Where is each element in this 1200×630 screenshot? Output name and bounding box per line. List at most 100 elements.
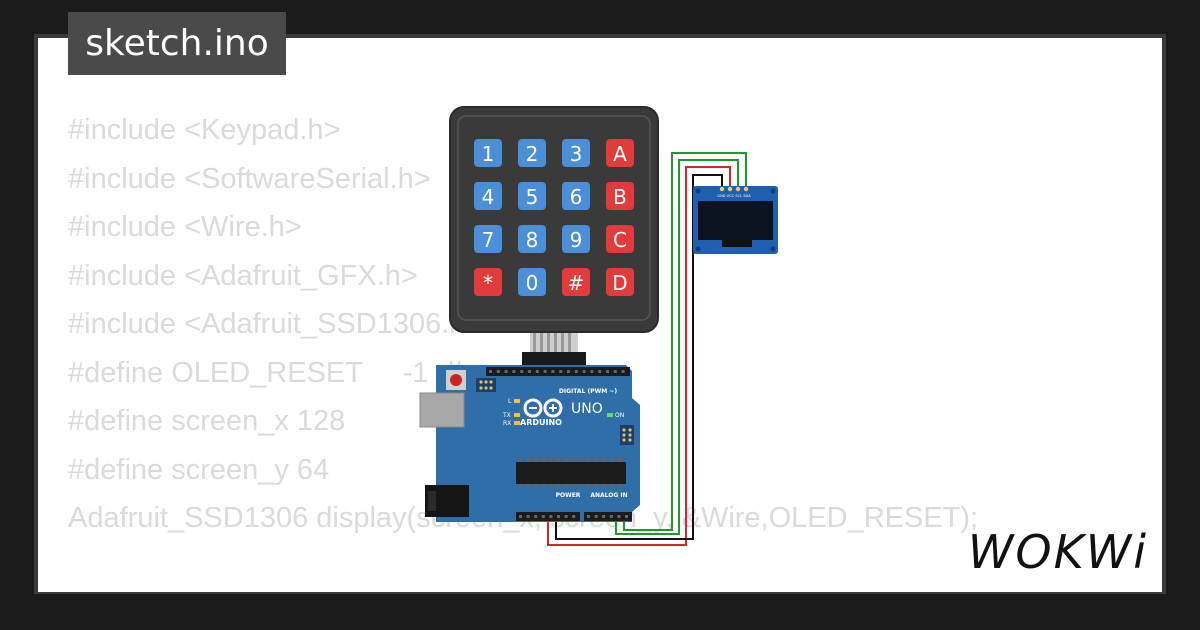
code-line: #include <Keypad.h>: [68, 114, 341, 146]
header-pin: [534, 515, 538, 518]
keypad-ribbon: [522, 330, 586, 366]
wire-green-sda: [623, 152, 747, 531]
keypad-key[interactable]: 5: [518, 182, 546, 210]
oled-pin-vcc: [727, 186, 733, 192]
header-pin: [602, 458, 606, 461]
header-pin: [489, 370, 492, 373]
wire-black-gnd: [555, 174, 723, 540]
header-pin: [519, 484, 522, 487]
oled-pin-sda: [743, 186, 749, 192]
keypad-key[interactable]: D: [606, 268, 634, 296]
keypad-key[interactable]: C: [606, 225, 634, 253]
atmega-chip: [516, 462, 626, 484]
header-pin: [541, 458, 545, 461]
keypad-key[interactable]: 9: [562, 225, 590, 253]
header-pin: [519, 515, 522, 518]
header-pin: [602, 515, 606, 518]
oled-pin-gnd: [719, 186, 725, 192]
keypad-key[interactable]: 2: [518, 139, 546, 167]
keypad-key[interactable]: 3: [562, 139, 590, 167]
file-tab[interactable]: sketch.ino: [68, 12, 286, 75]
keypad-key-label: 8: [526, 228, 539, 252]
header-pin: [587, 458, 591, 461]
keypad-key-face: [518, 182, 546, 210]
header-pin: [512, 370, 516, 373]
header-pin: [572, 484, 576, 487]
header-pin: [610, 458, 614, 461]
header-pin: [557, 458, 560, 461]
keypad-key-face: [606, 268, 634, 296]
keypad-key-label: 9: [570, 228, 583, 252]
header-pin: [595, 458, 598, 461]
header-pin: [526, 458, 530, 461]
keypad-key[interactable]: B: [606, 182, 634, 210]
analog-header: [584, 512, 632, 521]
header-pin: [595, 484, 598, 487]
code-line: #define screen_y 64: [68, 453, 330, 486]
keypad-key-label: #: [568, 271, 585, 295]
code-line: #include <Wire.h>: [68, 211, 302, 243]
keypad-key-label: 6: [570, 185, 583, 209]
header-pin: [564, 458, 568, 461]
keypad-key-face: [562, 268, 590, 296]
keypad-key-face: [474, 182, 502, 210]
oled-pin-labels: GND VCC SCL SDA: [717, 194, 751, 198]
header-pin: [621, 370, 625, 373]
digital-header-label: DIGITAL (PWM ~): [559, 388, 617, 395]
keypad-key[interactable]: 7: [474, 225, 502, 253]
keypad-key-label: 0: [526, 271, 539, 295]
arduino-logo-icon: [523, 398, 563, 418]
keypad-key-face: [474, 268, 502, 296]
header-pin: [564, 484, 568, 487]
keypad-key-label: 2: [526, 142, 539, 166]
header-pin: [579, 484, 583, 487]
keypad-key[interactable]: 0: [518, 268, 546, 296]
wires: [547, 152, 747, 546]
header-pin: [610, 484, 614, 487]
keypad-key-label: *: [483, 271, 493, 295]
header-pin: [496, 370, 500, 373]
wire-green-scl: [615, 159, 739, 535]
keypad-key[interactable]: #: [562, 268, 590, 296]
header-pin: [541, 515, 545, 518]
header-pin: [543, 370, 547, 373]
header-pin: [567, 370, 570, 373]
digital-header: [486, 367, 630, 376]
keypad-key-face: [562, 225, 590, 253]
keypad-key-label: 7: [482, 228, 495, 252]
usb-port: [419, 392, 465, 428]
keypad-key-label: 5: [526, 185, 539, 209]
keypad-key-face: [518, 268, 546, 296]
tx-label: TX: [502, 412, 511, 419]
header-pin: [594, 515, 598, 518]
header-pin: [598, 370, 602, 373]
header-pin: [551, 370, 555, 373]
keypad-key-face: [606, 182, 634, 210]
keypad-key-label: 3: [570, 142, 583, 166]
analog-header-label: ANALOG IN: [590, 492, 627, 499]
header-pin: [587, 515, 590, 518]
keypad-key[interactable]: 4: [474, 182, 502, 210]
keypad-key[interactable]: 1: [474, 139, 502, 167]
header-pin: [609, 515, 613, 518]
keypad-key[interactable]: 6: [562, 182, 590, 210]
code-line: #include <SoftwareSerial.h>: [68, 162, 431, 195]
header-pin: [590, 370, 594, 373]
header-pin: [535, 370, 539, 373]
code-line: #define OLED_RESET -1 //: [68, 356, 461, 389]
header-pin: [549, 515, 553, 518]
keypad-key[interactable]: 8: [518, 225, 546, 253]
keypad-key[interactable]: *: [474, 268, 502, 296]
rx-label: RX: [503, 420, 511, 427]
keypad-key[interactable]: A: [606, 139, 634, 167]
keypad-key-face: [562, 182, 590, 210]
header-pin: [534, 458, 538, 461]
keypad-key-label: A: [613, 142, 627, 166]
header-pin: [526, 515, 530, 518]
header-pin: [625, 515, 628, 518]
header-pin: [549, 484, 553, 487]
header-pin: [528, 370, 531, 373]
header-pin: [557, 484, 560, 487]
